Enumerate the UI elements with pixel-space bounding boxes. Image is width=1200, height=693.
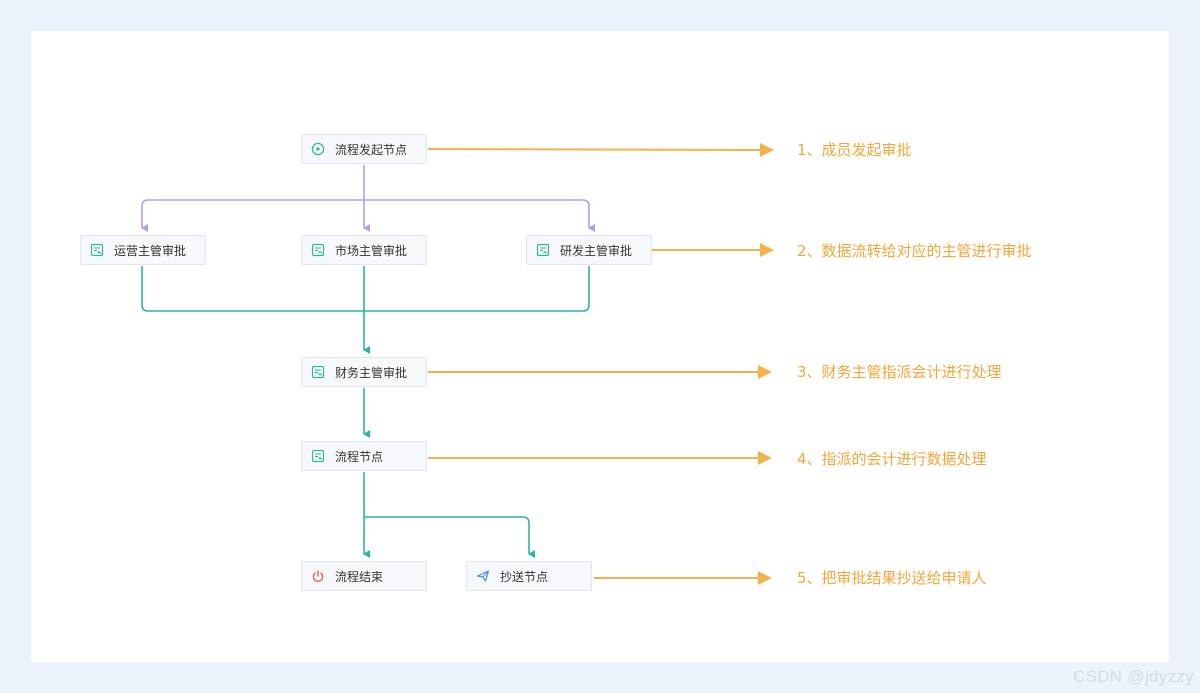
note-arrows (427, 143, 774, 585)
note-4: 4、指派的会计进行数据处理 (797, 450, 987, 468)
note-arrow-3 (428, 365, 772, 379)
merge-connector (141, 266, 590, 354)
watermark: CSDN @jdyzzy (1073, 667, 1194, 686)
power-icon (311, 569, 325, 583)
approve-icon (311, 243, 325, 257)
note-arrow-1 (427, 143, 774, 157)
node-start-label: 流程发起节点 (335, 142, 408, 157)
note-arrow-4 (428, 451, 772, 465)
note-arrow-5 (594, 571, 772, 585)
split-connector (363, 472, 535, 558)
node-market-label: 市场主管审批 (335, 243, 408, 258)
node-ops-approval[interactable]: 运营主管审批 (80, 235, 206, 265)
node-start[interactable]: 流程发起节点 (301, 134, 427, 164)
node-end-label: 流程结束 (335, 569, 384, 584)
node-rd-approval[interactable]: 研发主管审批 (526, 235, 652, 265)
approve-icon (311, 365, 325, 379)
play-circle-icon (311, 142, 325, 156)
node-process-label: 流程节点 (335, 449, 384, 464)
approve-icon (90, 243, 104, 257)
approve-icon (311, 449, 325, 463)
node-finance-approval[interactable]: 财务主管审批 (301, 357, 427, 387)
node-rd-label: 研发主管审批 (560, 243, 633, 258)
node-market-approval[interactable]: 市场主管审批 (301, 235, 427, 265)
note-arrow-2 (652, 243, 774, 257)
node-end[interactable]: 流程结束 (301, 561, 427, 591)
note-3: 3、财务主管指派会计进行处理 (797, 363, 1002, 381)
node-ops-label: 运营主管审批 (114, 243, 187, 258)
approve-icon (536, 243, 550, 257)
note-2: 2、数据流转给对应的主管进行审批 (797, 242, 1032, 260)
send-icon (476, 569, 490, 583)
fanout-connector (141, 165, 595, 232)
node-cc-label: 抄送节点 (500, 569, 549, 584)
diagram-canvas (31, 31, 1169, 662)
node-process[interactable]: 流程节点 (301, 441, 427, 471)
node-cc[interactable]: 抄送节点 (466, 561, 592, 591)
note-5: 5、把审批结果抄送给申请人 (797, 569, 987, 587)
node-finance-label: 财务主管审批 (335, 365, 408, 380)
note-1: 1、成员发起审批 (797, 141, 912, 159)
